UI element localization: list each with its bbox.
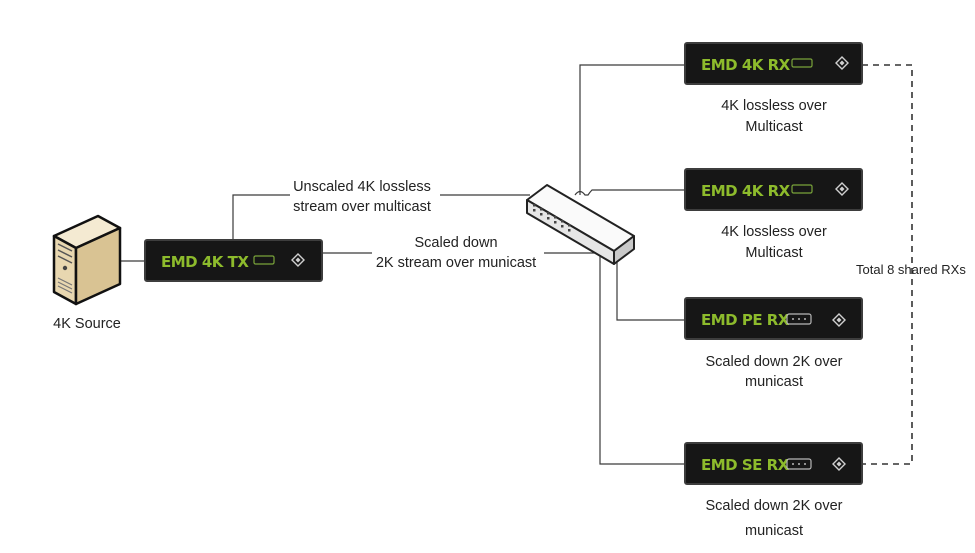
- switch-to-rx1-line: [579, 64, 685, 195]
- hdmi-port-icon: [253, 255, 275, 265]
- scaled-stream-label-line1: Scaled down: [414, 235, 497, 251]
- scaled-stream-label-line2: 2K stream over municast: [376, 255, 536, 271]
- rx-caption-line2: municast: [745, 374, 803, 390]
- rx-caption-line1: Scaled down 2K over: [705, 498, 842, 514]
- tx-device-name: EMD 4K TX: [161, 253, 249, 271]
- brand-diamond-icon: [832, 457, 846, 471]
- vga-port-icon: [786, 313, 812, 325]
- connections: [120, 64, 913, 465]
- hdmi-port-icon: [791, 58, 813, 68]
- tx-device: EMD 4K TX: [144, 239, 323, 282]
- shared-rx-group-bracket: [862, 64, 913, 465]
- switch-to-rx2-line: [574, 189, 685, 196]
- rx-device-3: EMD PE RX: [684, 297, 863, 340]
- source-label: 4K Source: [53, 316, 121, 332]
- brand-diamond-icon: [832, 313, 846, 327]
- unscaled-stream-label-line1: Unscaled 4K lossless: [293, 179, 431, 195]
- switch-to-rx4-line: [599, 253, 685, 465]
- rx-device-name: EMD PE RX: [701, 311, 790, 329]
- rx-device-name: EMD 4K RX: [701, 182, 791, 200]
- unscaled-stream-line: [232, 194, 290, 239]
- rx-caption-line2: Multicast: [745, 119, 802, 135]
- rx-caption-line1: Scaled down 2K over: [705, 354, 842, 370]
- brand-diamond-icon: [291, 253, 305, 267]
- switch-to-rx3-line: [616, 250, 685, 321]
- hdmi-port-icon: [791, 184, 813, 194]
- rx-caption-line1: 4K lossless over: [721, 224, 827, 240]
- unscaled-stream-label-line2: stream over multicast: [293, 199, 431, 215]
- source-computer-icon: [52, 214, 122, 306]
- brand-diamond-icon: [835, 182, 849, 196]
- rx-caption-line1: 4K lossless over: [721, 98, 827, 114]
- rx-device-1: EMD 4K RX: [684, 42, 863, 85]
- brand-diamond-icon: [835, 56, 849, 70]
- network-switch-icon: [526, 184, 635, 265]
- rx-device-name: EMD SE RX: [701, 456, 790, 474]
- rx-device-2: EMD 4K RX: [684, 168, 863, 211]
- rx-caption-line2: Multicast: [745, 245, 802, 261]
- vga-port-icon: [786, 458, 812, 470]
- rx-device-name: EMD 4K RX: [701, 56, 791, 74]
- rx-device-4: EMD SE RX: [684, 442, 863, 485]
- shared-rx-total-note: Total 8 shared RXs: [856, 262, 966, 277]
- rx-caption-line2: municast: [745, 523, 803, 539]
